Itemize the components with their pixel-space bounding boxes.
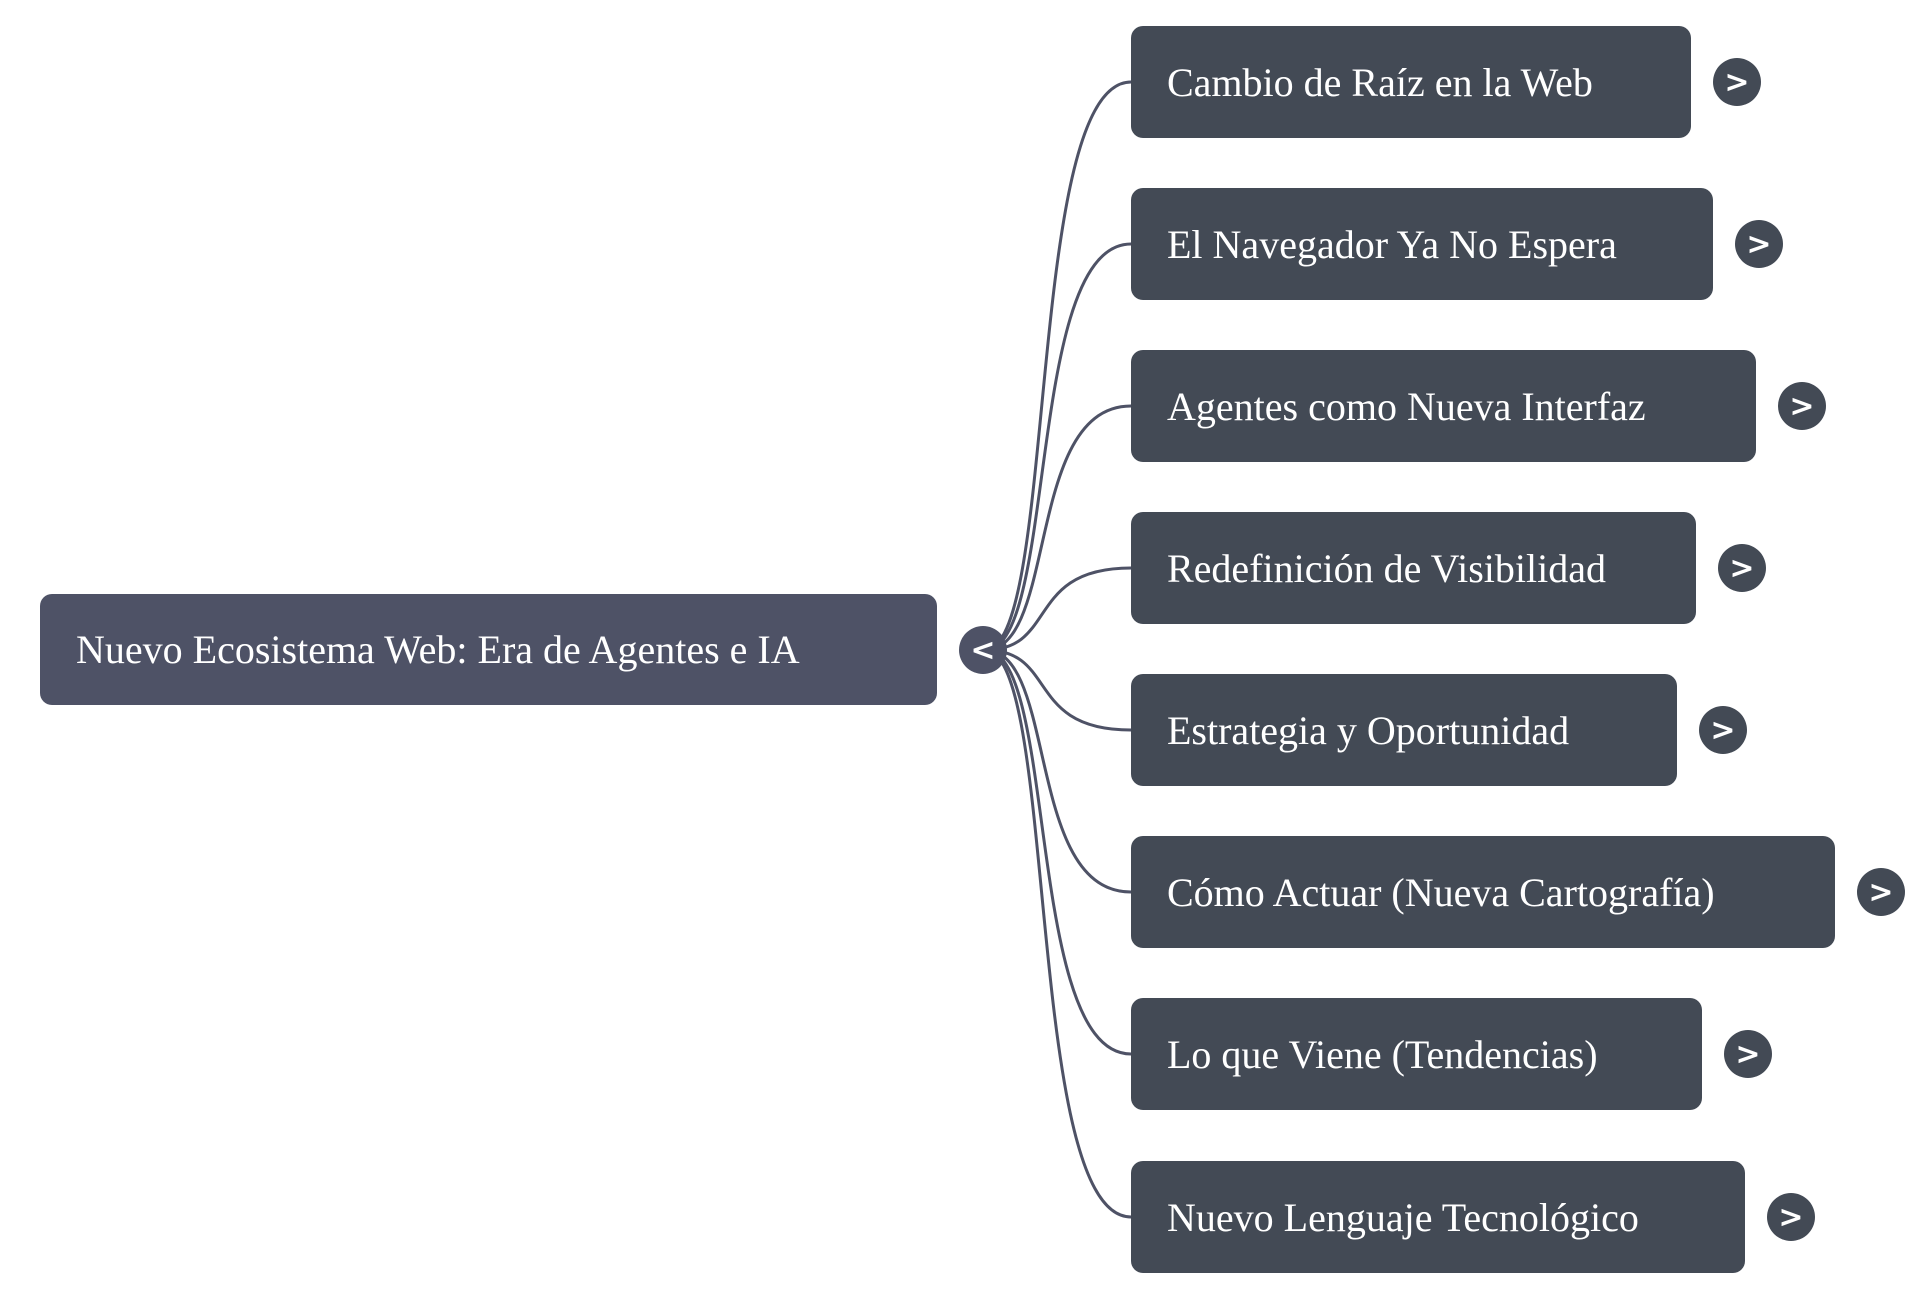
child-node-label: Nuevo Lenguaje Tecnológico [1167,1194,1639,1240]
root-node[interactable]: Nuevo Ecosistema Web: Era de Agentes e I… [40,594,937,705]
expand-chevron-right-icon[interactable]: > [1735,220,1783,268]
child-node-label: Estrategia y Oportunidad [1167,707,1570,753]
connector-line [984,404,1132,652]
expand-chevron-right-icon[interactable]: > [1857,868,1905,916]
child-node-label: Agentes como Nueva Interfaz [1167,383,1646,429]
connector-line [984,648,1132,732]
child-node-label: Cómo Actuar (Nueva Cartografía) [1167,869,1715,915]
root-node-label: Nuevo Ecosistema Web: Era de Agentes e I… [76,627,800,672]
child-node[interactable]: El Navegador Ya No Espera [1131,188,1713,300]
collapse-chevron-left-icon[interactable]: < [959,626,1007,674]
child-node[interactable]: Nuevo Lenguaje Tecnológico [1131,1161,1745,1273]
connector-line [984,648,1132,894]
connector-line [984,242,1132,652]
expand-chevron-right-icon[interactable]: > [1699,706,1747,754]
connector-line [984,648,1132,1219]
child-node-label: Lo que Viene (Tendencias) [1167,1031,1598,1077]
child-node-label: El Navegador Ya No Espera [1167,221,1617,267]
expand-chevron-right-icon[interactable]: > [1778,382,1826,430]
connector-line [984,566,1132,652]
child-node[interactable]: Cómo Actuar (Nueva Cartografía) [1131,836,1835,948]
child-node[interactable]: Redefinición de Visibilidad [1131,512,1696,624]
child-node-label: Cambio de Raíz en la Web [1167,59,1593,105]
child-node[interactable]: Estrategia y Oportunidad [1131,674,1677,786]
connector-line [984,80,1132,652]
child-node[interactable]: Cambio de Raíz en la Web [1131,26,1691,138]
child-node[interactable]: Agentes como Nueva Interfaz [1131,350,1756,462]
expand-chevron-right-icon[interactable]: > [1713,58,1761,106]
expand-chevron-right-icon[interactable]: > [1724,1030,1772,1078]
child-node[interactable]: Lo que Viene (Tendencias) [1131,998,1702,1110]
child-node-label: Redefinición de Visibilidad [1167,545,1607,591]
connector-line [984,648,1132,1056]
expand-chevron-right-icon[interactable]: > [1718,544,1766,592]
expand-chevron-right-icon[interactable]: > [1767,1193,1815,1241]
